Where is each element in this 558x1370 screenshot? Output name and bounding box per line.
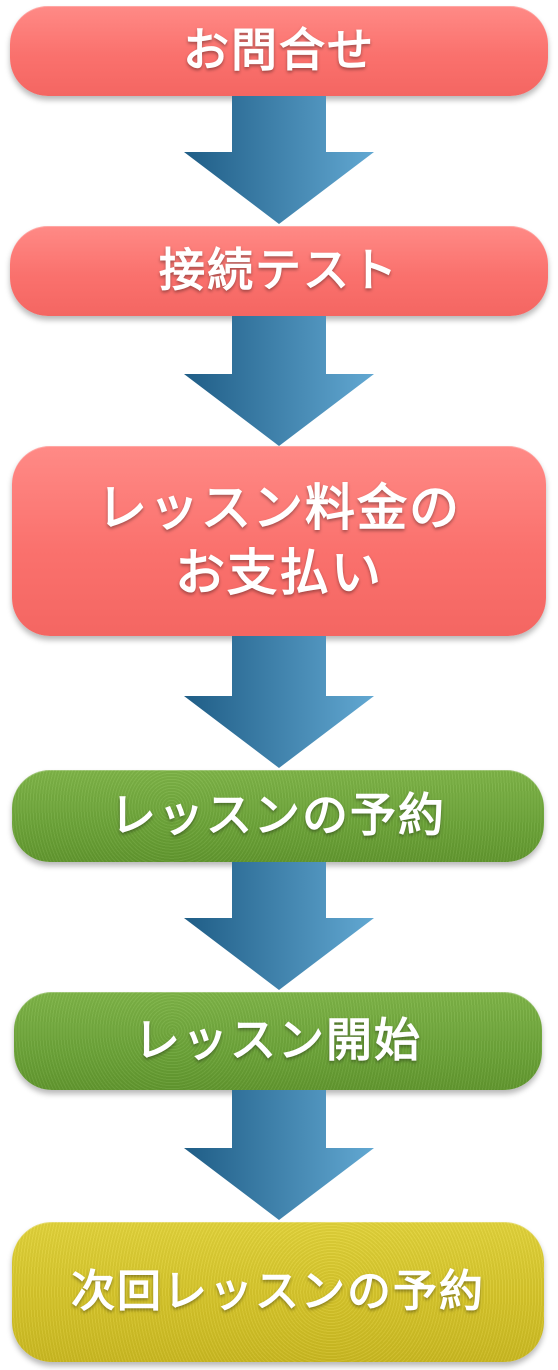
down-arrow-icon [184, 1090, 374, 1220]
down-arrow-icon [184, 862, 374, 990]
down-arrow-icon [184, 316, 374, 446]
step-next-lesson-booking: 次回レッスンの予約 [12, 1222, 544, 1362]
step-lesson-start: レッスン開始 [14, 992, 542, 1090]
step-label: お問合せ [183, 23, 375, 78]
step-lesson-booking: レッスンの予約 [12, 770, 544, 862]
step-connection-test: 接続テスト [10, 226, 548, 316]
down-arrow-icon [184, 636, 374, 768]
step-label: レッスン開始 [134, 1013, 422, 1068]
step-label: 次回レッスンの予約 [71, 1266, 485, 1318]
step-lesson-payment: レッスン料金の お支払い [12, 446, 546, 636]
down-arrow-icon [184, 96, 374, 224]
step-label: レッスン料金の お支払い [97, 479, 461, 602]
step-label: 接続テスト [159, 243, 399, 298]
step-label: レッスンの予約 [110, 788, 446, 843]
step-inquiry: お問合せ [10, 6, 548, 96]
